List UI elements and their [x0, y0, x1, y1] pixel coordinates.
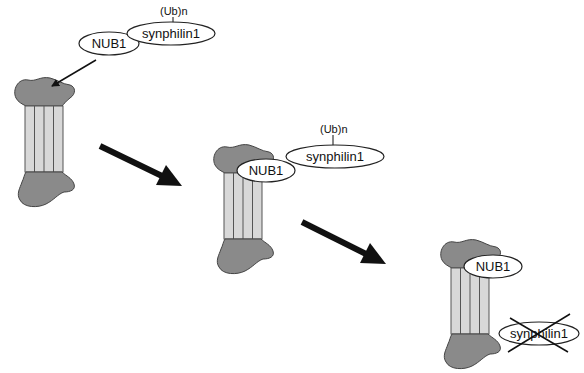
protein-name: synphilin1 — [142, 27, 200, 40]
protein-name: NUB1 — [476, 260, 511, 273]
protein-name: synphilin1 — [510, 327, 568, 340]
protein-ellipse: NUB1 — [236, 158, 296, 183]
ubiquitin-label: (Ub)n — [320, 124, 348, 135]
ubiquitin-tick — [333, 135, 334, 146]
step-arrow — [302, 222, 386, 264]
protein-ellipse: NUB1 — [463, 254, 523, 279]
step-arrow — [100, 146, 182, 186]
protein-ellipse: synphilin1 — [285, 144, 385, 169]
protein-name: NUB1 — [92, 37, 127, 50]
protein-ellipse: synphilin1 — [498, 321, 580, 346]
protein-name: synphilin1 — [306, 150, 364, 163]
proteasome-illustration — [15, 78, 75, 207]
degradation-cross — [508, 314, 570, 352]
binding-arrow — [52, 60, 96, 86]
protein-name: NUB1 — [249, 164, 284, 177]
ubiquitin-label: (Ub)n — [160, 6, 188, 17]
protein-ellipse: synphilin1 — [126, 21, 216, 46]
